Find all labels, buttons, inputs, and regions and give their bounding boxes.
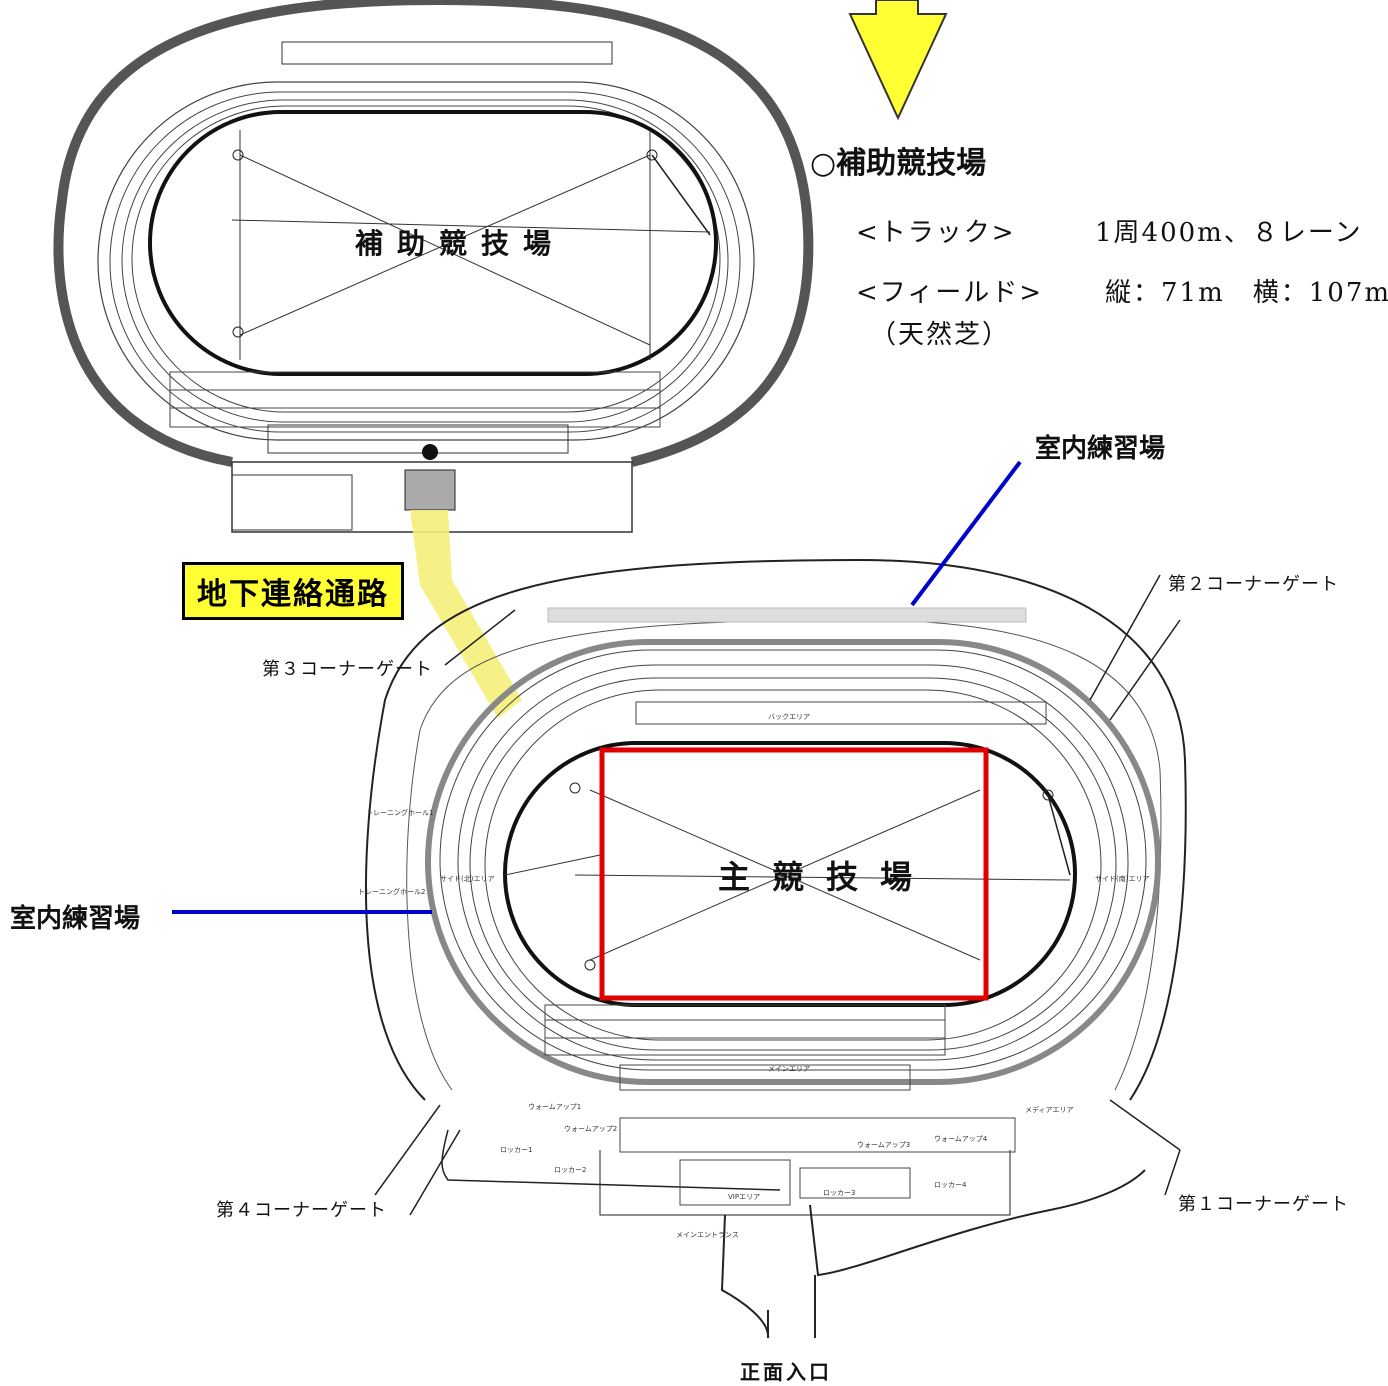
aux-heading: ○補助競技場 bbox=[810, 146, 987, 181]
media-area-label: メディアエリア bbox=[1025, 1106, 1074, 1114]
auxiliary-stadium bbox=[53, 0, 814, 533]
main-stadium bbox=[364, 558, 1187, 1339]
locker-3-label: ロッカー3 bbox=[823, 1189, 856, 1197]
side-south-label: サイド(南)エリア bbox=[1095, 875, 1150, 883]
gate3-leader bbox=[444, 609, 516, 666]
warmup-1-label: ウォームアップ1 bbox=[528, 1103, 582, 1111]
down-arrow-icon bbox=[848, 0, 948, 121]
side-north-label: サイド(北)エリア bbox=[440, 875, 495, 883]
warmup-4-label: ウォームアップ4 bbox=[934, 1135, 988, 1143]
gate-1-label: 第１コーナーゲート bbox=[1178, 1194, 1349, 1215]
main-area-label: メインエリア bbox=[768, 1065, 810, 1073]
gate1-leader bbox=[1164, 1149, 1181, 1196]
aux-field-label: 補助競技場 bbox=[355, 227, 566, 260]
main-field-highlight bbox=[599, 747, 989, 1001]
locker-2-label: ロッカー2 bbox=[554, 1166, 587, 1174]
warmup-2-label: ウォームアップ2 bbox=[564, 1125, 618, 1133]
gate-3-label: 第３コーナーゲート bbox=[262, 659, 433, 680]
underground-passage-callout: 地下連絡通路 bbox=[182, 562, 404, 620]
gate-4-label: 第４コーナーゲート bbox=[216, 1200, 387, 1221]
turf-note: （天然芝） bbox=[870, 320, 1011, 350]
locker-4-label: ロッカー4 bbox=[934, 1181, 967, 1189]
track-label: <トラック> bbox=[856, 218, 1016, 248]
gate2-leader bbox=[1089, 574, 1161, 701]
main-entrance-heading: 正面入口 bbox=[740, 1360, 832, 1384]
training-hall-1-label: トレーニングホール1 bbox=[366, 809, 434, 817]
indoor-top-leader bbox=[910, 460, 1022, 607]
gate4-leader bbox=[374, 1104, 441, 1196]
back-area-label: バックエリア bbox=[768, 713, 810, 721]
field-spec-label: <フィールド> bbox=[856, 278, 1044, 308]
gate-2-label: 第２コーナーゲート bbox=[1168, 574, 1339, 595]
indoor-practice-left-callout: 室内練習場 bbox=[10, 904, 141, 934]
vip-area-label: VIPエリア bbox=[728, 1193, 761, 1201]
main-outer-wall bbox=[364, 558, 1187, 1101]
indoor-practice-top-callout: 室内練習場 bbox=[1035, 434, 1166, 464]
main-entrance-label: メインエントランス bbox=[676, 1231, 739, 1239]
underground-passage bbox=[410, 510, 522, 718]
field-spec: 縦：71m 横：107m bbox=[1105, 278, 1388, 308]
aux-outer-wall bbox=[53, 0, 814, 467]
track-spec: 1周400m、８レーン bbox=[1095, 218, 1363, 248]
main-field-label: 主競技場 bbox=[718, 858, 935, 896]
locker-1-label: ロッカー1 bbox=[500, 1146, 533, 1154]
warmup-3-label: ウォームアップ3 bbox=[857, 1141, 911, 1149]
training-hall-2-label: トレーニングホール2 bbox=[358, 888, 426, 896]
